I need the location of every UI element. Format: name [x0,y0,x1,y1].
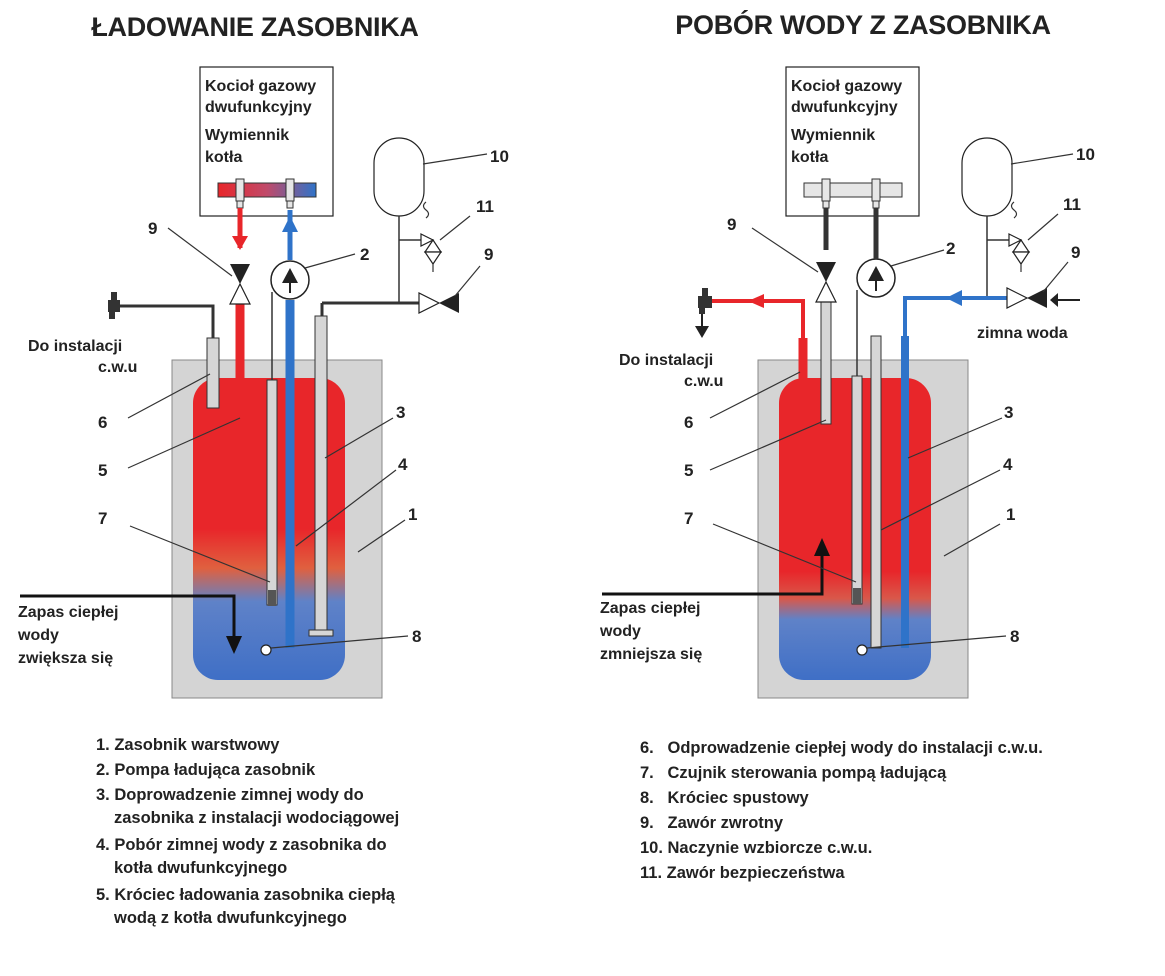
legend-item-9: 9. Zawór zwrotny [640,814,784,832]
left-dhw-label-2: c.w.u [98,359,137,376]
right-return-pipe [870,335,882,649]
left-boiler-text-4: kotła [205,149,242,166]
right-check-valve-inlet [1006,287,1047,309]
left-reserve-label-3: zwiększa się [18,650,113,667]
left-num-8: 8 [412,627,421,646]
legend-item-2: 2. Pompa ładująca zasobnik [96,761,316,779]
right-num-1: 1 [1006,505,1015,524]
right-num-11: 11 [1063,195,1081,214]
right-expansion-vessel [961,137,1013,217]
left-heat-exchanger [217,182,317,198]
legend-item-7: 7. Czujnik sterowania pompą ładującą [640,764,947,782]
right-boiler-text-3: Wymiennik [791,127,875,144]
right-sensor [851,375,863,605]
right-num-9b: 9 [1071,243,1080,262]
right-num-7: 7 [684,509,693,528]
legend-item-6: 6. Odprowadzenie ciepłej wody do instala… [640,739,1043,757]
legend-item-10: 10. Naczynie wzbiorcze c.w.u. [640,839,872,857]
legend-item-5-cont: wodą z kotła dwufunkcyjnego [113,909,347,927]
right-reserve-arrow [602,552,824,596]
left-num-1: 1 [408,505,417,524]
left-num-9a: 9 [148,219,157,238]
right-cold-water-label: zimna woda [977,325,1068,342]
right-heat-exchanger [803,182,903,198]
right-boiler-text-2: dwufunkcyjny [791,99,898,116]
legend-item-5: 5. Króciec ładowania zasobnika ciepłą [96,886,396,904]
right-boiler-text-4: kotła [791,149,828,166]
legend-left: 1. Zasobnik warstwowy 2. Pompa ładująca … [96,736,399,927]
left-boiler-text-2: dwufunkcyjny [205,99,312,116]
right-charging-pipe [820,301,832,425]
left-cold-supply-pipe [314,315,328,635]
right-reserve-label-1: Zapas ciepłej [600,600,701,617]
left-reserve-label-2: wody [17,627,59,644]
left-check-valve-boiler [229,264,251,305]
right-num-5: 5 [684,461,693,480]
legend-item-3-cont: zasobnika z instalacji wodociągowej [114,809,399,827]
right-num-4: 4 [1003,455,1013,474]
legend-item-8: 8. Króciec spustowy [640,789,810,807]
left-num-4: 4 [398,455,408,474]
left-num-11: 11 [476,197,494,216]
right-num-6: 6 [684,413,693,432]
left-drain-icon [260,644,272,656]
left-title: ŁADOWANIE ZASOBNIKA [91,12,418,42]
right-boiler-text-1: Kocioł gazowy [791,78,902,95]
right-drain-icon [856,644,868,656]
left-check-valve-inlet [418,292,459,314]
legend-item-11: 11. Zawór bezpieczeństwa [640,864,845,882]
left-num-9b: 9 [484,245,493,264]
left-tap-icon [108,292,120,319]
right-reserve-label-3: zmniejsza się [600,646,702,663]
right-safety-valve [1008,201,1031,272]
left-reserve-arrow [20,594,236,640]
left-num-10: 10 [490,147,509,166]
left-safety-valve [420,201,443,272]
legend-right: 6. Odprowadzenie ciepłej wody do instala… [640,739,1043,882]
left-num-3: 3 [396,403,405,422]
left-num-7: 7 [98,509,107,528]
left-reserve-label-1: Zapas ciepłej [18,604,119,621]
right-reserve-label-2: wody [599,623,641,640]
right-tap-icon [698,288,712,314]
right-title: POBÓR WODY Z ZASOBNIKA [675,9,1050,40]
left-boiler-text-3: Wymiennik [205,127,289,144]
legend-item-4: 4. Pobór zimnej wody z zasobnika do [96,836,387,854]
right-check-valve-boiler [815,262,837,303]
right-num-8: 8 [1010,627,1019,646]
left-diagram: ŁADOWANIE ZASOBNIKA Kocioł gazowy dwufun… [17,12,509,699]
left-dhw-label-1: Do instalacji [28,338,122,355]
left-num-2: 2 [360,245,369,264]
legend-item-4-cont: kotła dwufunkcyjnego [114,859,287,877]
right-num-10: 10 [1076,145,1095,164]
right-diagram: POBÓR WODY Z ZASOBNIKA Kocioł gazowy dwu… [599,9,1095,699]
left-num-6: 6 [98,413,107,432]
left-sensor [266,379,278,606]
left-hot-outlet-pipe [206,337,220,409]
left-expansion-vessel [373,137,425,217]
right-num-9a: 9 [727,215,736,234]
right-num-2: 2 [946,239,955,258]
left-num-5: 5 [98,461,107,480]
legend-item-3: 3. Doprowadzenie zimnej wody do [96,786,364,804]
right-dhw-label-2: c.w.u [684,373,723,390]
right-num-3: 3 [1004,403,1013,422]
left-boiler-text-1: Kocioł gazowy [205,78,316,95]
legend-item-1: 1. Zasobnik warstwowy [96,736,280,754]
right-dhw-label-1: Do instalacji [619,352,713,369]
